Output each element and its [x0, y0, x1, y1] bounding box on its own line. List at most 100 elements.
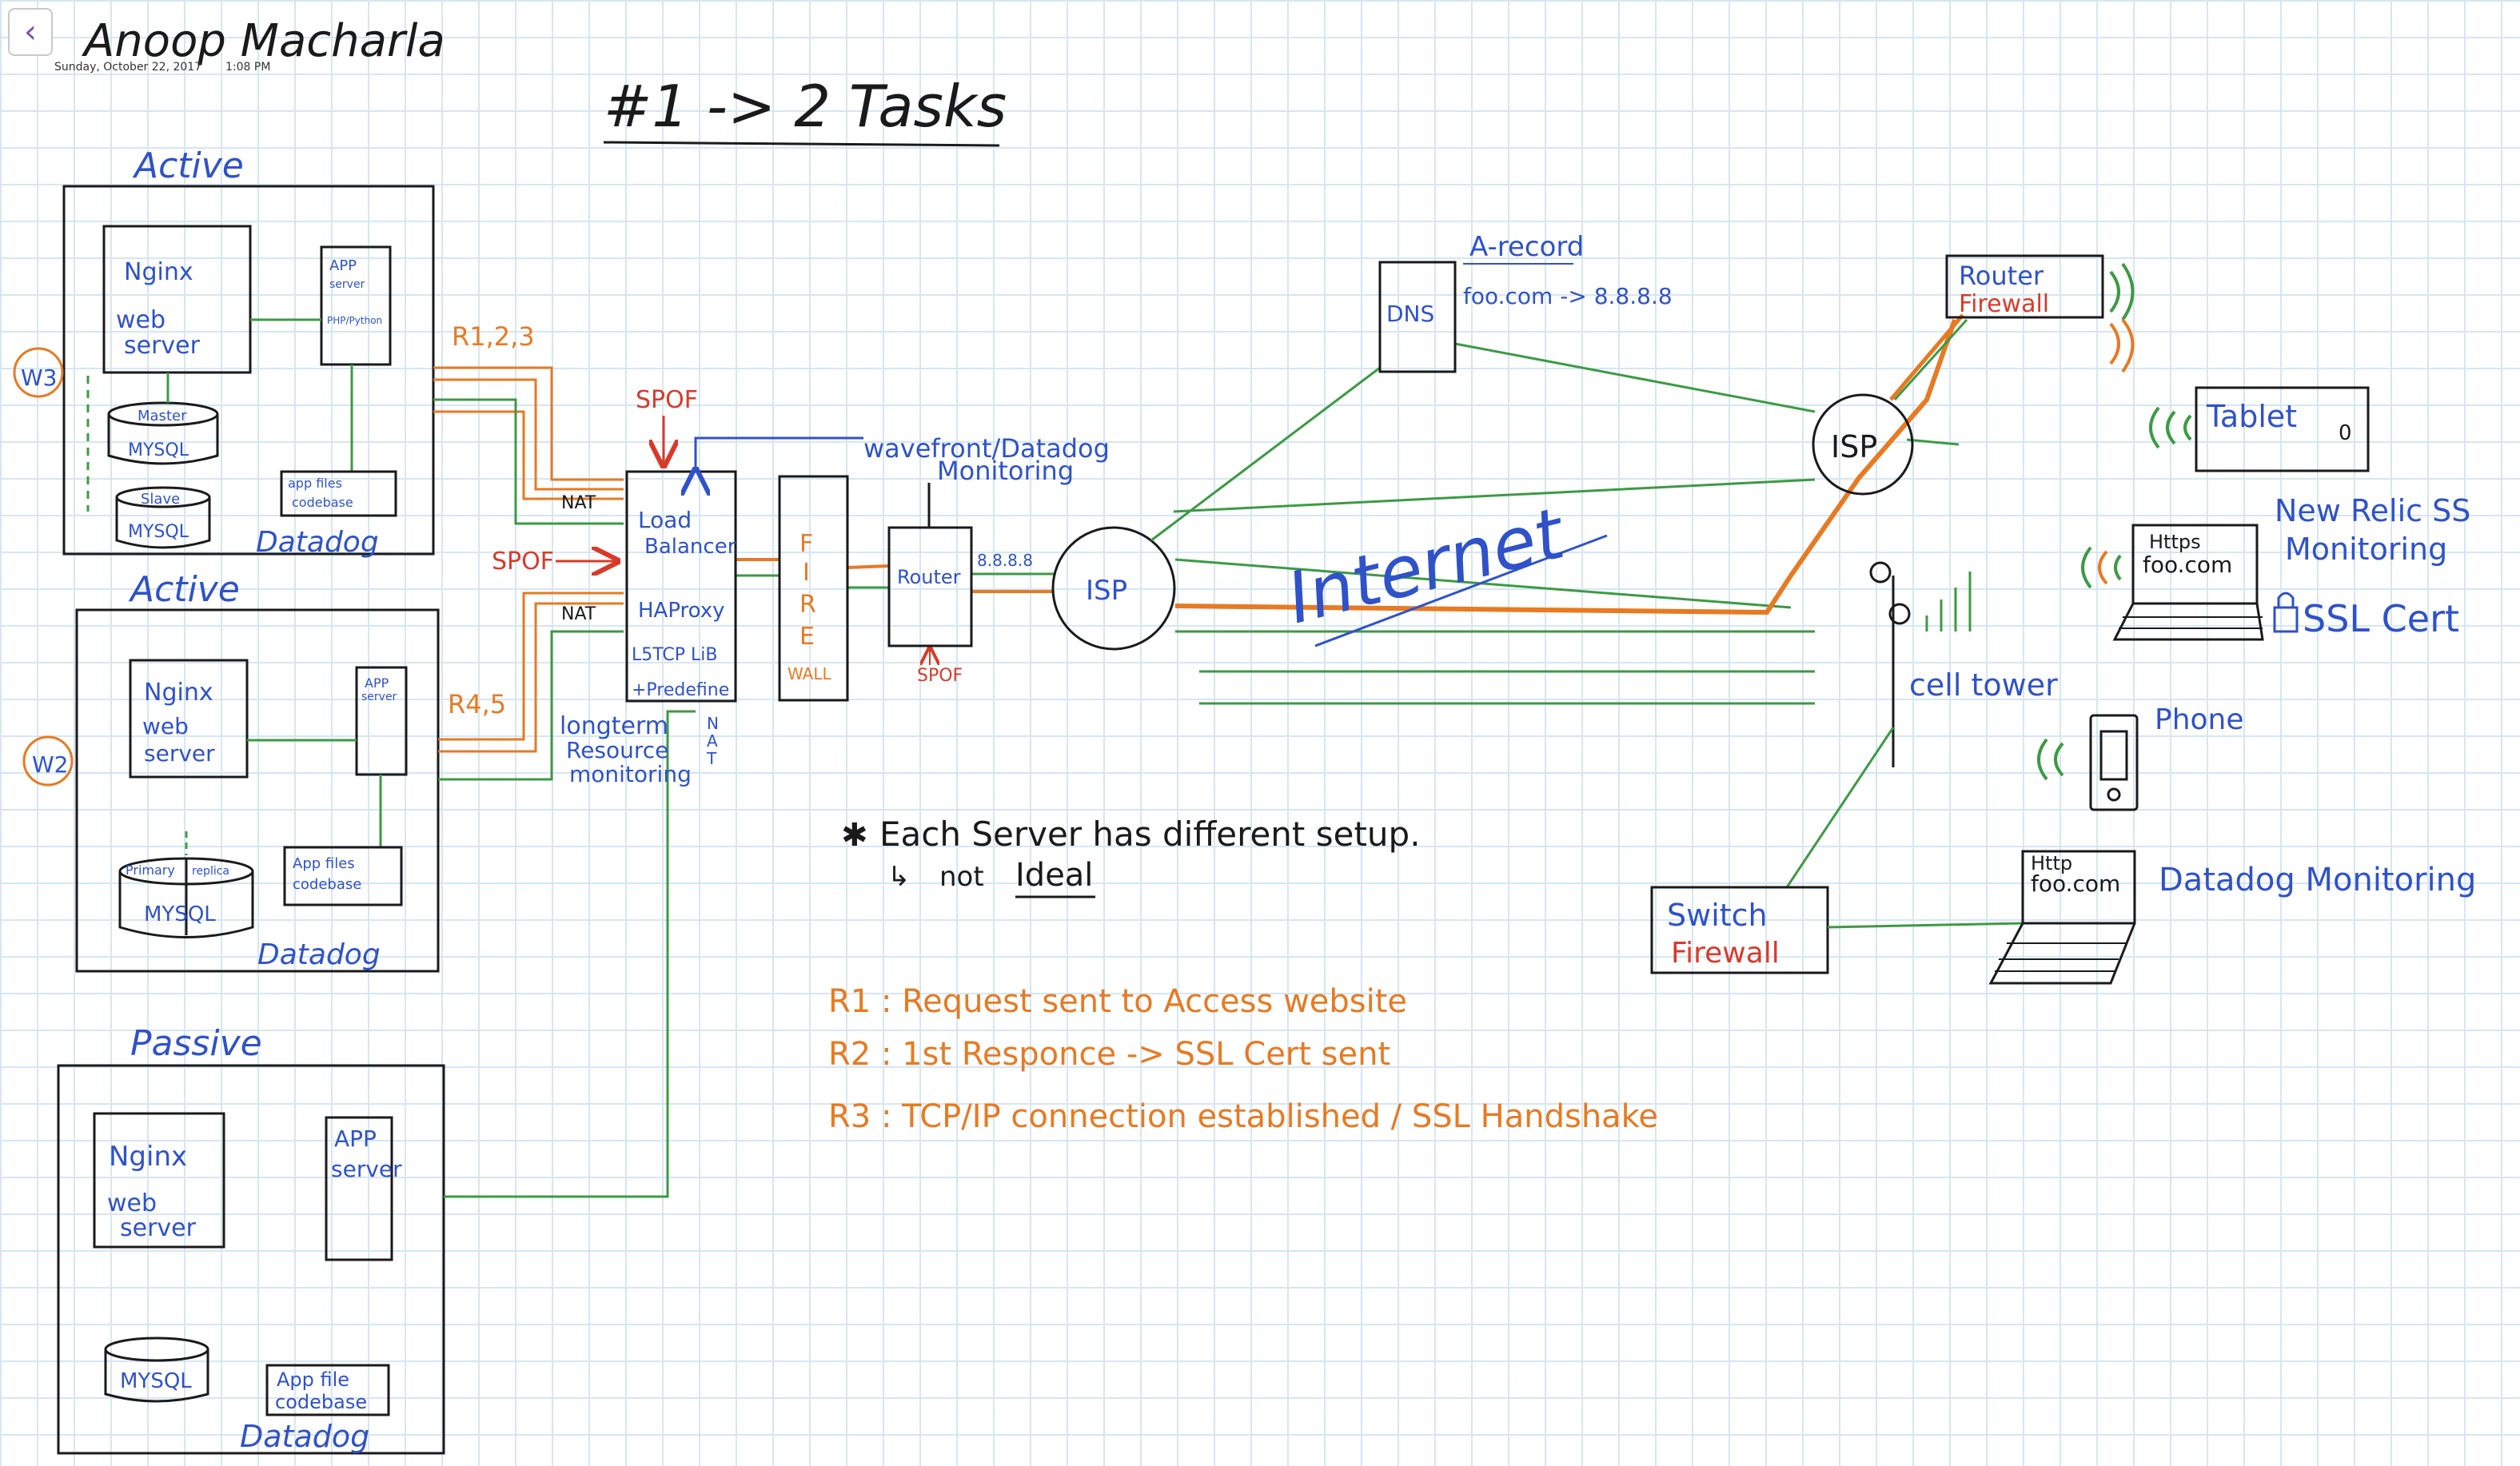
- router-firewall-l1: Router: [1959, 261, 2044, 291]
- legend-r3: R3 : TCP/IP connection established / SSL…: [828, 1098, 1658, 1135]
- internet-label: Internet: [1279, 492, 1574, 640]
- server-top-app-l2: server: [329, 278, 365, 291]
- phone-signal-icon: [2037, 738, 2064, 781]
- tablet-signal-icon: [2149, 406, 2192, 449]
- db-master-top-l1: Master: [138, 408, 187, 424]
- dns-box: [1378, 261, 1457, 373]
- isp-router-fw-green: [1893, 318, 1968, 401]
- internet-green-1: [1173, 478, 1816, 513]
- files-top-box: [280, 470, 397, 517]
- laptop-bottom-icon: Http foo.com: [1988, 850, 2136, 985]
- files-bottom-l1: App file: [277, 1368, 349, 1391]
- files-middle-l1: App files: [293, 855, 355, 872]
- lb-l5: +Predefine: [632, 680, 729, 700]
- note-line1: Each Server has different setup.: [879, 815, 1421, 854]
- nat-label-1: NAT: [561, 493, 596, 513]
- server-middle-app-l1: APP: [365, 675, 389, 691]
- router-ip: 8.8.8.8: [977, 551, 1033, 570]
- router-box: [887, 526, 973, 647]
- header: Anoop Macharla Sunday, October 22, 2017 …: [54, 15, 1007, 147]
- note-arrow: ↳: [887, 861, 911, 893]
- server-top-monitor: Datadog: [256, 526, 379, 559]
- server-middle-app-l2: server: [361, 691, 397, 703]
- longterm-l1: longterm: [560, 712, 668, 740]
- db-bottom-label: MYSQL: [120, 1369, 192, 1393]
- server-middle-nginx-l2: web: [142, 713, 189, 739]
- dns-record-title: A-record: [1469, 231, 1584, 263]
- server-middle-box: [75, 608, 440, 973]
- spof-left-label: SPOF: [492, 548, 554, 576]
- page-title: #1 -> 2 Tasks: [604, 73, 1007, 140]
- cell-tower-icon: [1869, 561, 1911, 767]
- note-date: Sunday, October 22, 2017: [54, 61, 201, 74]
- db-middle-l1: Primary: [126, 862, 175, 878]
- server-middle-nginx-l3: server: [144, 740, 215, 767]
- ssl-cert-label: SSL Cert: [2303, 597, 2459, 640]
- server-top-nginx-l2: web: [116, 306, 165, 334]
- firewall-wall: WALL: [788, 664, 832, 683]
- db-bottom-body: [104, 1349, 209, 1403]
- server-top-app-box: [320, 245, 392, 366]
- title-underline: [603, 141, 1000, 147]
- dns-label: DNS: [1386, 301, 1434, 327]
- server-top-side-label: W3: [21, 365, 58, 391]
- nat-vertical-3: T: [706, 749, 717, 768]
- load-balancer: Load Balancer HAProxy L5TCP LiB +Predefi…: [625, 436, 863, 703]
- orange-path-mid-2: [438, 602, 624, 753]
- laptop-bottom-label: Datadog Monitoring: [2159, 862, 2476, 898]
- orange-path-mid-1: [438, 592, 624, 741]
- firewall-letter-2: I: [803, 559, 810, 587]
- db-bottom: [104, 1337, 209, 1362]
- wifi-signal-icon: [2109, 262, 2135, 373]
- files-bottom-l2: codebase: [275, 1391, 367, 1413]
- switch-firewall-box: [1650, 886, 1829, 974]
- internet-blue-stroke: [1314, 534, 1608, 647]
- note-line2-word: Ideal: [1015, 857, 1093, 894]
- longterm-l3: monitoring: [569, 761, 692, 787]
- server-middle-nginx-box: [129, 659, 249, 779]
- files-middle-l2: codebase: [293, 876, 361, 893]
- wavefront-l2: Monitoring: [937, 456, 1074, 486]
- legend-r2: R2 : 1st Responce -> SSL Cert sent: [828, 1036, 1390, 1073]
- server-top-nginx-box: [102, 225, 252, 374]
- chevron-left-icon: ‹: [24, 14, 37, 50]
- files-bottom-box: [265, 1364, 390, 1416]
- firewall-letter-1: F: [799, 530, 813, 558]
- db-middle-l3: MYSQL: [144, 902, 216, 926]
- server-middle: Active Nginx web server APP server Prima…: [22, 569, 440, 973]
- wavefront-l1: wavefront/Datadog: [863, 433, 1110, 464]
- lock-icon: [2273, 592, 2299, 633]
- internet-orange-path: [1174, 319, 1957, 615]
- files-top-l1: app files: [288, 476, 342, 491]
- firewall-letter-3: R: [799, 591, 816, 619]
- server-bottom-state: Passive: [130, 1023, 262, 1064]
- green-path-bottom: [444, 710, 696, 1198]
- server-top-box: [62, 185, 435, 556]
- spof-router-label: SPOF: [917, 666, 963, 686]
- link-firewall-router-1: [847, 564, 890, 569]
- server-bottom-app-box: [325, 1116, 393, 1261]
- server-top: Active Nginx web server APP server PHP/P…: [13, 145, 435, 559]
- orange-path-top-3: [433, 410, 624, 500]
- nat-vertical-1: N: [707, 714, 719, 733]
- lb-l4: L5TCP LiB: [632, 645, 718, 665]
- server-middle-side-circle: [22, 735, 74, 787]
- db-slave-top-l2: MYSQL: [128, 522, 189, 542]
- dns-record-value: foo.com -> 8.8.8.8: [1463, 283, 1673, 309]
- router-label: Router: [897, 566, 961, 588]
- server-top-side-circle: [13, 347, 64, 398]
- firewall-letter-4: E: [799, 623, 815, 651]
- laptop-top-icon: Https foo.com: [2112, 524, 2264, 641]
- db-master-top-l2: MYSQL: [128, 440, 189, 460]
- lb-l2: Balancer: [644, 535, 736, 559]
- phone-label: Phone: [2155, 703, 2244, 736]
- router-firewall-box: [1945, 254, 2104, 319]
- back-button[interactable]: ‹: [8, 8, 53, 56]
- laptop-top-label-l2: Monitoring: [2285, 532, 2447, 567]
- server-top-nginx-l1: Nginx: [124, 258, 193, 286]
- cell-tower-signal-icon: [1925, 572, 1972, 631]
- tablet-label: Tablet: [2206, 399, 2297, 434]
- laptop-top-signal-icon: [2081, 546, 2122, 589]
- lb-l1: Load: [638, 507, 692, 533]
